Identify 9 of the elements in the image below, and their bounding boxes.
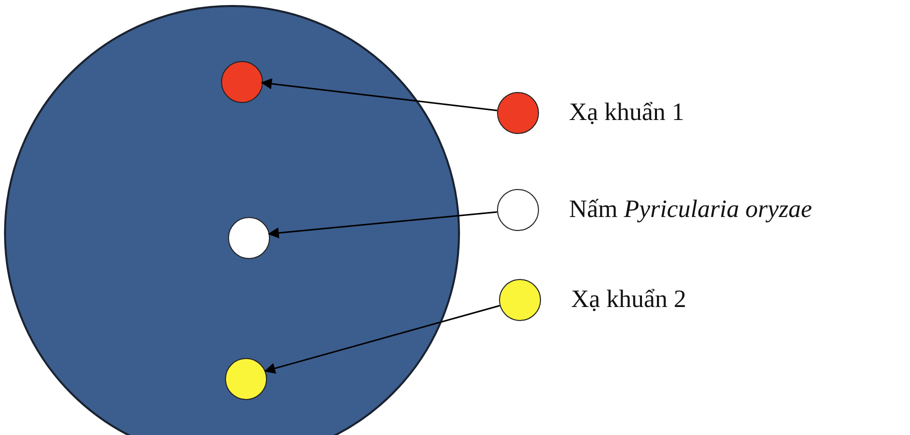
arrow — [268, 211, 498, 238]
node-label: Nấm Pyricularia oryzae — [569, 196, 812, 224]
colony-dot — [228, 217, 270, 259]
colony-dot — [225, 358, 267, 400]
node-label: Xạ khuẩn 2 — [571, 286, 686, 314]
arrow — [264, 304, 500, 374]
node-label: Xạ khuẩn 1 — [569, 99, 684, 127]
colony-dot — [221, 61, 263, 103]
arrow — [260, 78, 498, 112]
